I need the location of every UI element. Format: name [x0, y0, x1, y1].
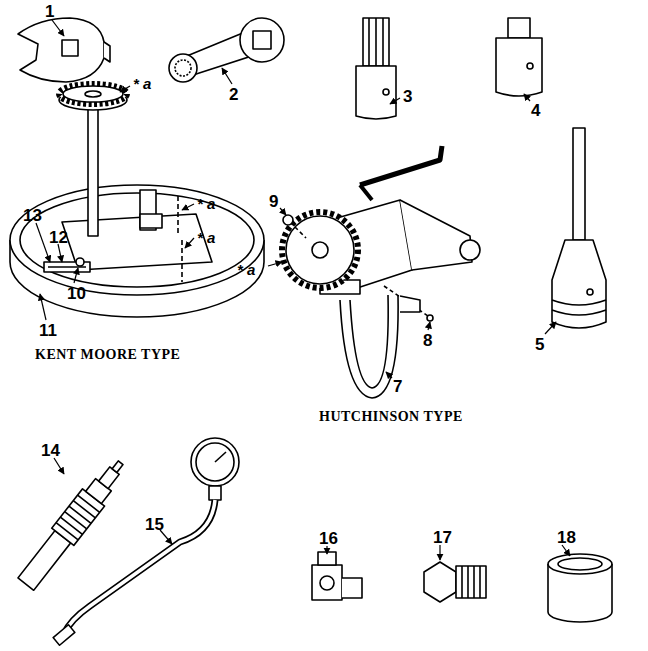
callout-note: * a — [132, 76, 152, 91]
callout-number: 2 — [228, 86, 239, 103]
callout-number: 14 — [40, 442, 61, 459]
callout-number: 5 — [534, 336, 545, 353]
callout-number: 4 — [530, 102, 541, 119]
callout-number: 16 — [318, 530, 339, 547]
threaded-adapter — [15, 454, 132, 593]
callout-number: 8 — [422, 332, 433, 349]
pressure-gauge — [53, 438, 239, 645]
callout-number: 13 — [22, 207, 43, 224]
callout-number: 1 — [44, 3, 55, 20]
callout-note: * a — [196, 196, 216, 211]
callout-number: 11 — [38, 322, 58, 339]
quick-coupler — [424, 562, 486, 602]
callout-number: 17 — [432, 529, 453, 546]
callout-number: 12 — [48, 229, 69, 246]
leader-lines — [36, 20, 570, 560]
type-caption: KENT MOORE TYPE — [34, 348, 181, 362]
hutchinson-tool — [282, 146, 480, 398]
crowfoot-wrench — [18, 18, 104, 82]
adapter-socket — [508, 18, 530, 38]
callout-number: 15 — [144, 516, 165, 533]
callout-number: 9 — [268, 193, 279, 210]
callout-note: * a — [196, 230, 216, 245]
callout-note: * a — [236, 262, 256, 277]
hex-bit-socket — [573, 128, 585, 240]
kent-moore-tool — [10, 84, 264, 317]
callout-number: 7 — [392, 378, 403, 395]
elbow-fitting — [312, 552, 362, 600]
callout-number: 10 — [66, 285, 87, 302]
sleeve-socket — [548, 554, 612, 622]
spline-socket — [363, 18, 389, 66]
callout-number: 3 — [402, 88, 413, 105]
type-caption: HUTCHINSON TYPE — [318, 410, 464, 424]
callout-number: 18 — [556, 529, 577, 546]
